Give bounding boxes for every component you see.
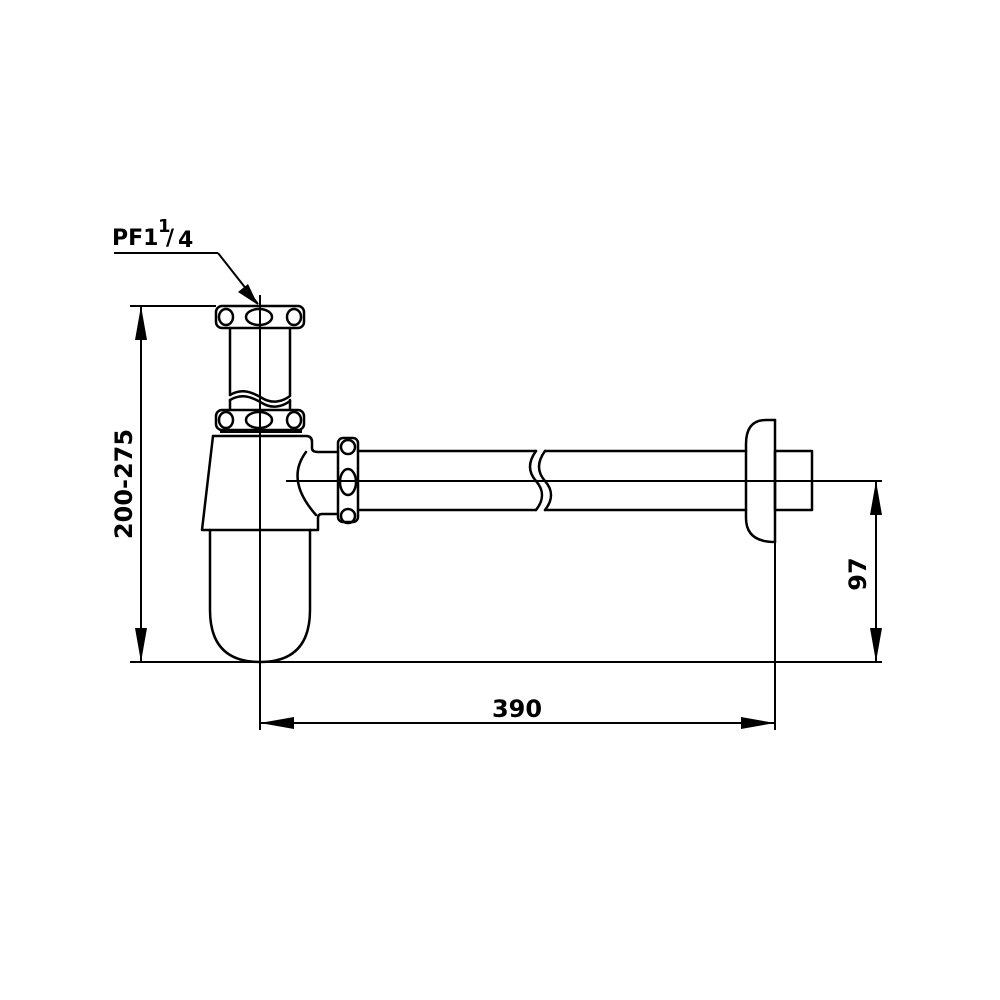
arrow-left-icon [260, 717, 294, 729]
dimension-height: 200-275 [110, 306, 147, 662]
outlet-height-label: 97 [844, 557, 872, 590]
leader-arrowhead-icon [238, 284, 258, 305]
height-range-label: 200-275 [110, 429, 138, 539]
dimension-outlet-height: 97 [844, 481, 882, 662]
leader-arrow [114, 252, 259, 305]
thread-label-denominator: 4 [178, 228, 193, 253]
thread-label-numerator: 1 [158, 216, 171, 237]
arrow-up-icon [135, 306, 147, 340]
extension-lines [130, 305, 882, 730]
dimension-length: 390 [260, 695, 775, 729]
centerlines [259, 295, 882, 730]
arrow-down-icon [870, 628, 882, 662]
arrow-right-icon [741, 717, 775, 729]
thread-label: PF1 1 / 4 [112, 216, 193, 253]
arrow-up-icon [870, 481, 882, 515]
arrow-down-icon [135, 628, 147, 662]
tailpiece-tube [228, 326, 292, 412]
trap-body [200, 434, 340, 664]
thread-label-slash: / [166, 226, 175, 251]
thread-label-prefix: PF1 [112, 226, 158, 251]
length-label: 390 [492, 695, 542, 723]
